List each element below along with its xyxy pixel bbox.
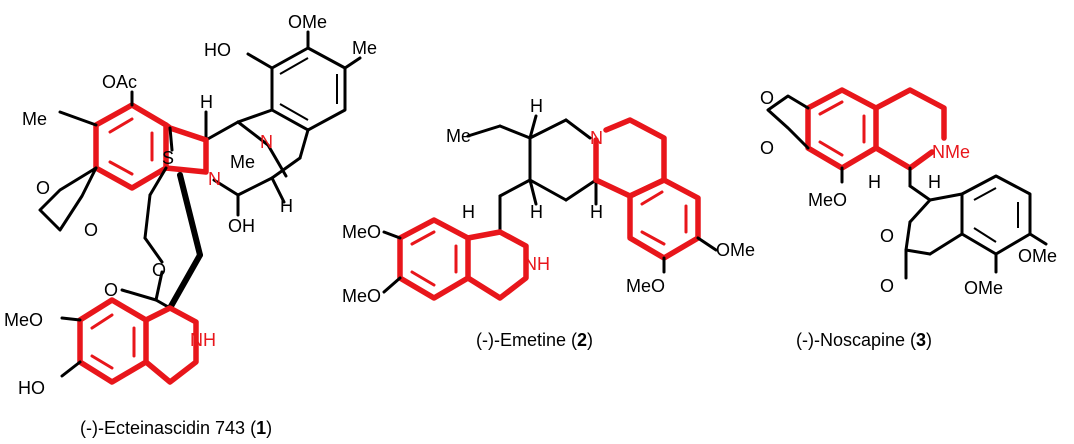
label-meo2: MeO [342,286,381,306]
label-oh: OH [228,216,255,236]
molecule-ecteinascidin: OMe HO Me OAc Me H N Me S N OH H O O O O… [4,12,377,438]
label-h-top: H [200,92,213,112]
label-o1: O [760,88,774,108]
label-ome1: OMe [1018,246,1057,266]
label-oac: OAc [102,72,137,92]
label-me-n: Me [230,152,255,172]
label-ome: OMe [716,240,755,260]
label-n-mid: N [208,169,221,189]
label-meo: MeO [808,190,847,210]
label-meo3: MeO [626,276,665,296]
label-me: Me [446,126,471,146]
label-o-ring: O [880,226,894,246]
label-nme: NMe [932,142,970,162]
label-o-carbonyl: O [880,276,894,296]
label-ome: OMe [288,12,327,32]
molecule-emetine: Me H N H H H MeO MeO NH OMe MeO (-)-Emet… [342,96,755,350]
molecule-noscapine: O O NMe MeO H H O O OMe OMe (-)-Noscapin… [760,87,1057,350]
label-o-carbonyl: O [104,280,118,300]
label-ho-bottom: HO [18,378,45,398]
label-h3: H [590,202,603,222]
label-o1: O [36,178,50,198]
label-s: S [162,148,174,168]
label-ome2: OMe [964,278,1003,298]
label-me-top: Me [352,38,377,58]
label-n: N [590,128,603,148]
label-h1: H [530,96,543,116]
label-h4: H [462,202,475,222]
label-o-ester: O [152,260,166,280]
label-h2: H [928,172,941,192]
label-h2: H [530,202,543,222]
label-n-bridge: N [260,132,273,152]
label-h-right: H [280,196,293,216]
label-nh: NH [524,254,550,274]
label-h1: H [868,172,881,192]
label-nh: NH [190,330,216,350]
label-o2: O [760,138,774,158]
caption-emetine: (-)-Emetine (2) [476,330,593,350]
label-me-left: Me [22,109,47,129]
label-meo1: MeO [342,222,381,242]
label-meo: MeO [4,310,43,330]
caption-ecteinascidin: (-)-Ecteinascidin 743 (1) [80,418,272,438]
label-o2: O [84,220,98,240]
caption-noscapine: (-)-Noscapine (3) [796,330,932,350]
label-ho: HO [204,40,231,60]
